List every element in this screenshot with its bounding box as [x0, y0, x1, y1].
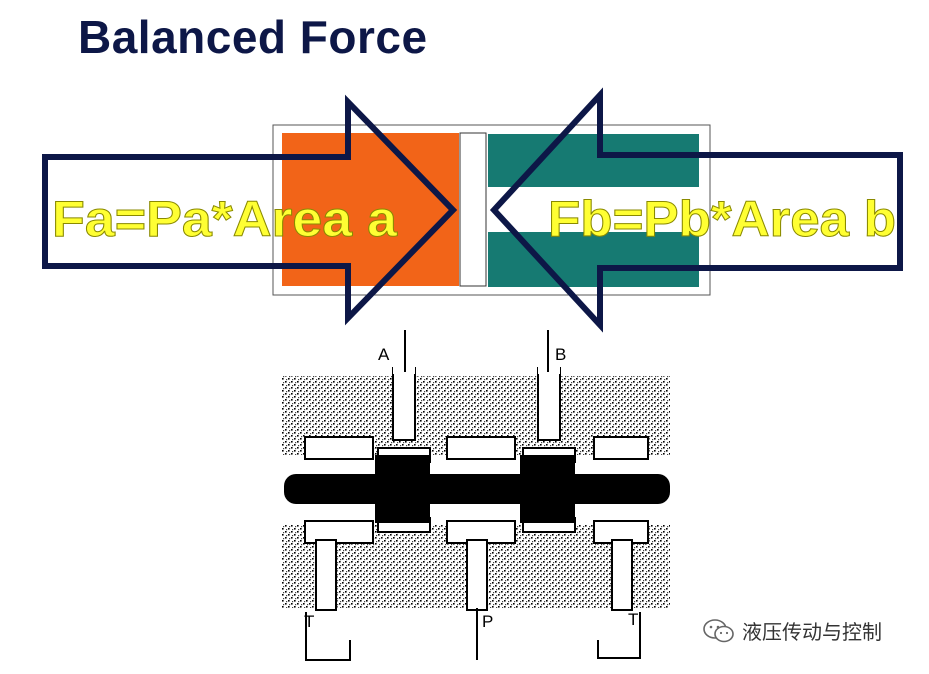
port-p-channel: [466, 539, 488, 611]
center-piston: [459, 132, 487, 287]
port-label-t-left: T: [304, 612, 314, 631]
watermark-text: 液压传动与控制: [742, 620, 882, 644]
watermark: 液压传动与控制: [702, 616, 882, 645]
spool-rod: [284, 474, 670, 504]
spool-land-left: [375, 455, 430, 523]
port-t-right-channel: [611, 539, 633, 611]
right-force-arrow: [489, 87, 903, 333]
right-chamber-white-band: [488, 187, 699, 232]
left-force-arrow: [42, 94, 458, 326]
spool-valve: [282, 330, 670, 661]
port-label-a: A: [378, 345, 390, 364]
right-force-label: Fb=Pb*Area b: [548, 191, 896, 247]
spool-land-right: [520, 455, 575, 523]
port-t-left-channel: [315, 539, 337, 611]
port-label-t-right: T: [628, 610, 638, 629]
port-label-p: P: [482, 612, 493, 631]
left-force-label: Fa=Pa*Area a: [52, 191, 398, 247]
page-title: Balanced Force: [78, 11, 428, 63]
wechat-icon: [703, 618, 734, 642]
port-a-channel: [392, 367, 416, 441]
port-b-channel: [537, 367, 561, 441]
port-label-b: B: [555, 345, 566, 364]
